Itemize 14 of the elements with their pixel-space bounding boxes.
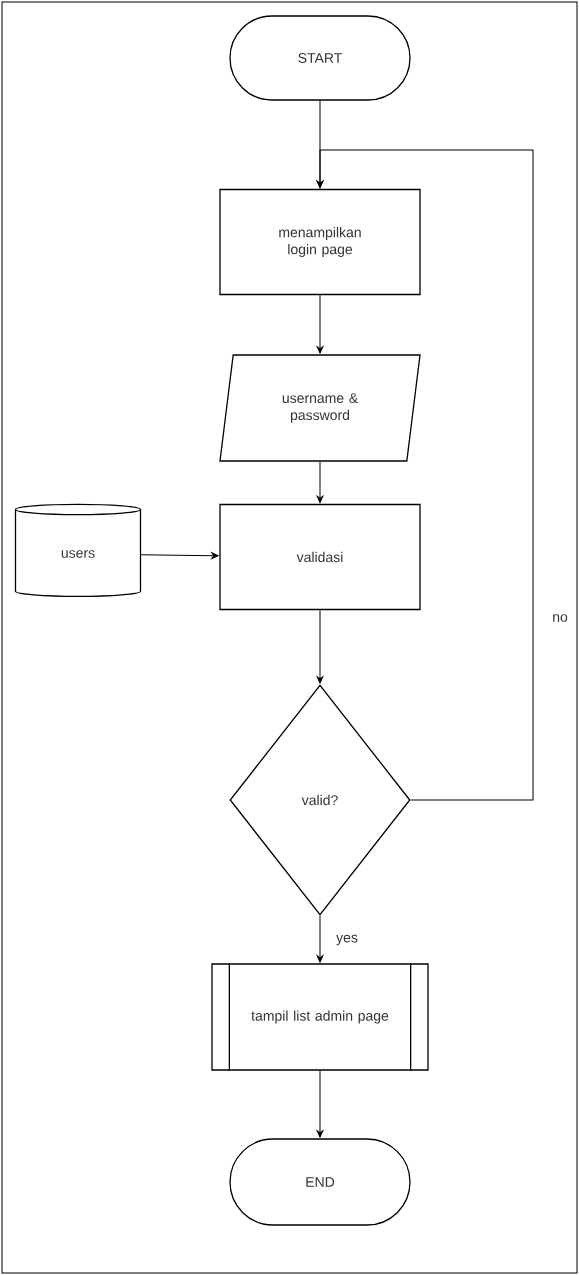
arrow [140,552,219,559]
arrow [316,461,324,504]
arrow [316,294,324,354]
arrow [316,149,534,801]
arrow [316,915,324,963]
edge-label: yes [334,932,360,948]
arrow [316,609,324,684]
process-box: validasi [219,503,421,611]
subprocess-box: tampil list admin page [211,962,429,1072]
input-parallelogram: username & password [219,354,421,462]
arrow [316,1070,324,1138]
process-box: menampilkan login page [219,188,421,296]
database-cylinder: users [14,503,142,597]
edge-label: no [550,612,570,624]
